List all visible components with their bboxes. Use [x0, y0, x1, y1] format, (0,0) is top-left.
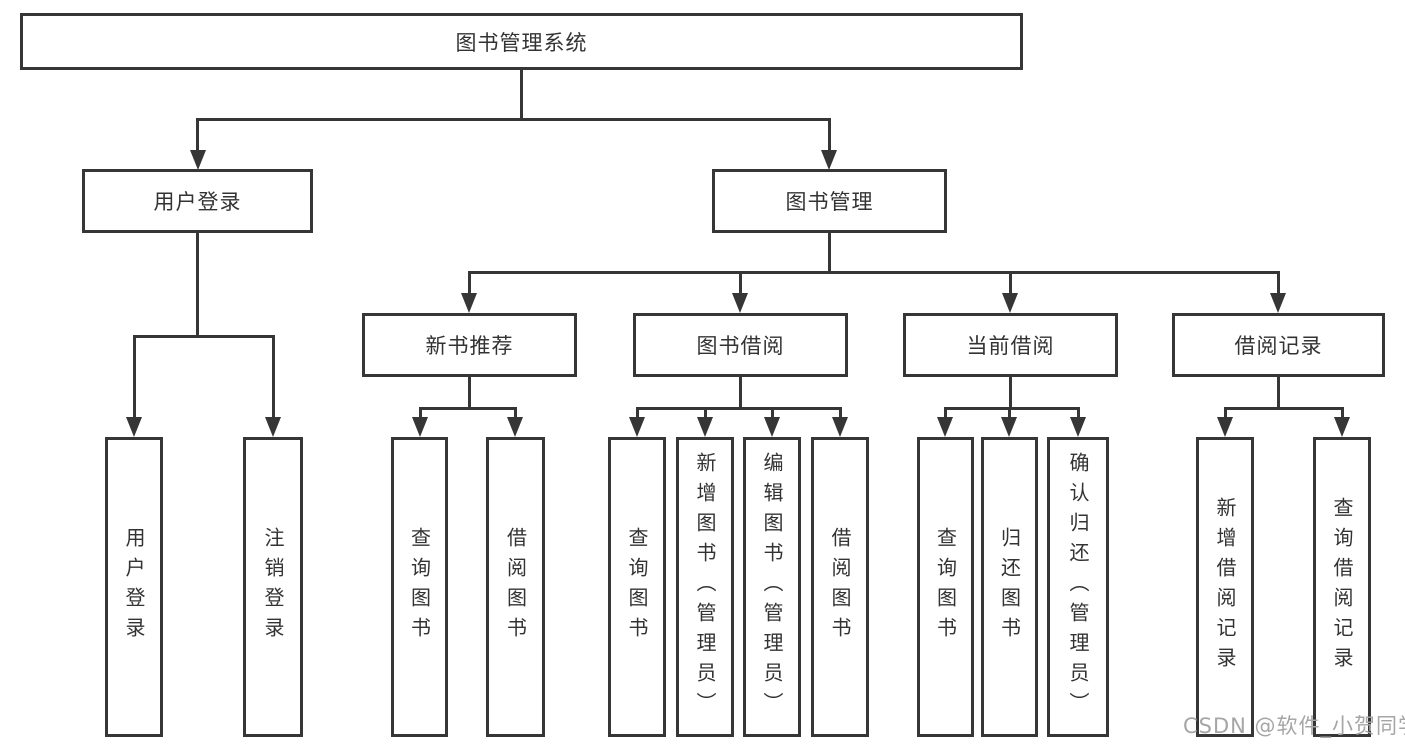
- connector-vline: [133, 335, 136, 420]
- connector-vline: [828, 118, 831, 154]
- leaf-query-books-borrow: 查询图书: [608, 437, 666, 737]
- connector-vline: [839, 407, 842, 421]
- arrowhead-down-icon: [629, 417, 645, 437]
- leaf-add-book-admin: 新增图书（管理员）: [676, 437, 734, 737]
- leaf-label: 借阅图书: [828, 527, 852, 647]
- connector-vline: [1009, 377, 1012, 407]
- leaf-return-book: 归还图书: [981, 437, 1038, 737]
- node-root: 图书管理系统: [20, 13, 1023, 70]
- leaf-label: 用户登录: [122, 527, 146, 647]
- leaf-add-borrow-record: 新增借阅记录: [1196, 437, 1254, 737]
- connector-vline: [419, 407, 422, 421]
- node-book-management: 图书管理: [712, 169, 947, 233]
- arrowhead-down-icon: [190, 150, 206, 170]
- node-current-borrow: 当前借阅: [903, 313, 1118, 377]
- leaf-query-books-current: 查询图书: [917, 437, 974, 737]
- arrowhead-down-icon: [764, 417, 780, 437]
- leaf-label: 新增图书（管理员）: [693, 452, 717, 722]
- leaf-label: 查询图书: [933, 527, 958, 647]
- connector-vline: [704, 407, 707, 421]
- arrowhead-down-icon: [697, 417, 713, 437]
- connector-hline: [1224, 407, 1343, 410]
- connector-vline: [828, 233, 831, 271]
- leaf-borrow-books-recommend: 借阅图书: [486, 437, 545, 737]
- connector-vline: [196, 118, 199, 154]
- leaf-label: 归还图书: [997, 527, 1022, 647]
- arrowhead-down-icon: [821, 150, 837, 170]
- arrowhead-down-icon: [507, 417, 523, 437]
- connector-vline: [468, 271, 471, 297]
- leaf-label: 确认归还（管理员）: [1066, 452, 1090, 722]
- arrowhead-down-icon: [1217, 417, 1233, 437]
- leaf-query-books-recommend: 查询图书: [391, 437, 448, 737]
- watermark-text: CSDN @软件_小贺同学: [1183, 714, 1405, 738]
- connector-vline: [196, 233, 199, 335]
- arrowhead-down-icon: [1270, 293, 1286, 313]
- connector-vline: [1008, 407, 1011, 421]
- connector-vline: [1341, 407, 1344, 421]
- connector-vline: [514, 407, 517, 421]
- connector-vline: [468, 377, 471, 407]
- arrowhead-down-icon: [265, 417, 281, 437]
- connector-hline: [196, 118, 831, 121]
- connector-vline: [944, 407, 947, 421]
- connector-vline: [272, 335, 275, 420]
- connector-hline: [944, 407, 1079, 410]
- leaf-label: 编辑图书（管理员）: [760, 452, 784, 722]
- leaf-confirm-return-admin: 确认归还（管理员）: [1047, 437, 1109, 737]
- node-new-book-recommend: 新书推荐: [362, 313, 577, 377]
- leaf-label: 注销登录: [261, 527, 285, 647]
- arrowhead-down-icon: [1001, 417, 1017, 437]
- arrowhead-down-icon: [1002, 293, 1018, 313]
- arrowhead-down-icon: [832, 417, 848, 437]
- connector-hline: [419, 407, 516, 410]
- arrowhead-down-icon: [1070, 417, 1086, 437]
- leaf-query-borrow-record: 查询借阅记录: [1313, 437, 1371, 737]
- node-borrow-records: 借阅记录: [1172, 313, 1385, 377]
- connector-vline: [739, 271, 742, 297]
- connector-vline: [1077, 407, 1080, 421]
- connector-vline: [771, 407, 774, 421]
- leaf-label: 借阅图书: [503, 527, 528, 647]
- leaf-label: 查询图书: [625, 527, 649, 647]
- leaf-user-login: 用户登录: [105, 437, 163, 737]
- connector-hline: [468, 271, 1279, 274]
- leaf-edit-book-admin: 编辑图书（管理员）: [743, 437, 801, 737]
- arrowhead-down-icon: [412, 417, 428, 437]
- connector-vline: [520, 70, 523, 118]
- leaf-label: 新增借阅记录: [1213, 497, 1237, 677]
- connector-vline: [1277, 377, 1280, 407]
- connector-vline: [1277, 271, 1280, 297]
- connector-hline: [133, 335, 274, 338]
- connector-hline: [636, 407, 841, 410]
- connector-vline: [1009, 271, 1012, 297]
- arrowhead-down-icon: [937, 417, 953, 437]
- arrowhead-down-icon: [1334, 417, 1350, 437]
- arrowhead-down-icon: [126, 417, 142, 437]
- arrowhead-down-icon: [732, 293, 748, 313]
- leaf-label: 查询图书: [407, 527, 432, 647]
- connector-vline: [636, 407, 639, 421]
- node-user-login: 用户登录: [82, 169, 313, 233]
- node-book-borrow: 图书借阅: [633, 313, 848, 377]
- arrowhead-down-icon: [461, 293, 477, 313]
- leaf-label: 查询借阅记录: [1330, 497, 1354, 677]
- connector-vline: [739, 377, 742, 407]
- leaf-logout: 注销登录: [243, 437, 303, 737]
- leaf-borrow-books: 借阅图书: [811, 437, 869, 737]
- connector-vline: [1224, 407, 1227, 421]
